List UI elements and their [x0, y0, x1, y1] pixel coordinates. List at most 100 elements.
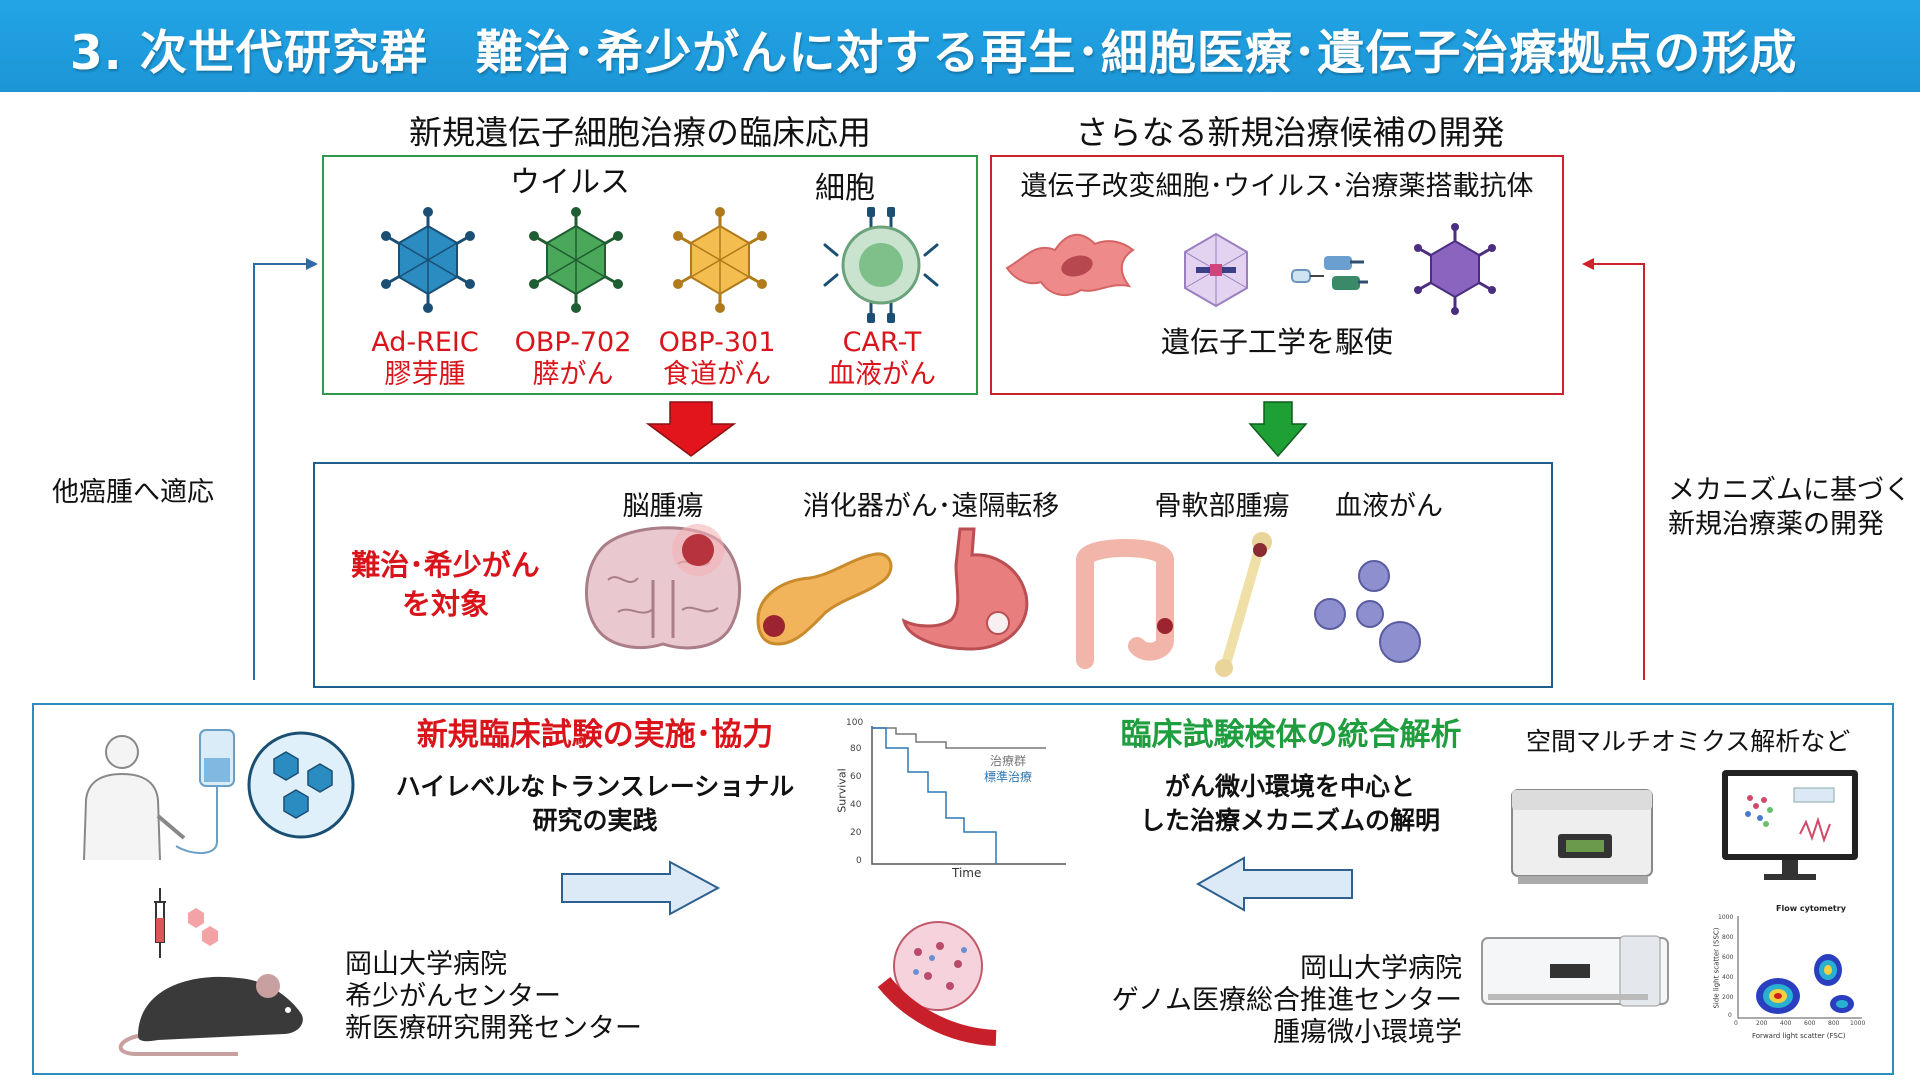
title-bar [0, 0, 1920, 92]
left-sub-line1: ハイレベルなトランスレーショナル [395, 772, 795, 801]
right-sub-line2: した治療メカニズムの解明 [1139, 806, 1440, 835]
right-arrow-icon [561, 860, 721, 916]
km-ylabel: Survival [835, 768, 849, 813]
brain-icon [585, 524, 742, 650]
left-feedback-arrow-icon [253, 258, 318, 680]
km-tick-60: 60 [850, 772, 862, 782]
item-name-obp-702: OBP-702 [514, 327, 632, 358]
modified-cell-icon [1005, 234, 1135, 297]
flow-xtick-800: 800 [1828, 1020, 1840, 1027]
target-cancers-box [313, 462, 1553, 688]
item-target-ad-reic: 膠芽腫 [384, 359, 466, 390]
monitor-icon [1722, 770, 1858, 880]
right-feedback-arrow-icon [1582, 258, 1645, 680]
organ-label-bone: 骨軟部腫瘍 [1154, 491, 1290, 522]
km-tick-0: 0 [856, 856, 862, 866]
right-org-line2: ゲノム医療総合推進センター [1111, 985, 1462, 1016]
virus-green-icon [529, 207, 623, 313]
km-legend-treatment: 治療群 [990, 754, 1027, 768]
genetic-engineering-caption: 遺伝子工学を駆使 [1160, 325, 1393, 359]
patient-icon [83, 735, 186, 861]
item-target-car-t: 血液がん [828, 359, 936, 390]
organ-label-brain: 脳腫瘍 [622, 491, 704, 522]
flow-plot-labels: Flow cytometry Forward light scatter (FS… [1712, 904, 1866, 1040]
left-org-line3: 新医療研究開発センター [345, 1013, 642, 1044]
flow-ytick-600: 600 [1722, 954, 1734, 961]
flow-xtick-1000: 1000 [1850, 1020, 1866, 1027]
clinical-application-box [322, 155, 978, 395]
virus-group-label: ウイルス [510, 165, 630, 200]
right-title: 臨床試験検体の統合解析 [1120, 717, 1462, 753]
flow-title: Flow cytometry [1776, 904, 1846, 913]
pancreas-icon [756, 552, 893, 646]
flow-ytick-1000: 1000 [1718, 914, 1734, 921]
item-name-obp-301: OBP-301 [658, 327, 776, 358]
item-target-obp-301: 食道がん [663, 359, 771, 390]
left-arrow-icon [1195, 856, 1353, 912]
blood-cells-icon [1314, 560, 1421, 663]
flow-cytometer-icon [1481, 935, 1669, 1007]
green-down-arrow-icon [1248, 401, 1308, 458]
mouse-icon [118, 974, 303, 1056]
virus-blue-icon [381, 207, 475, 313]
right-org-line3: 腫瘍微小環境学 [1273, 1017, 1462, 1048]
virus-orange-icon [673, 207, 767, 313]
left-org-line1: 岡山大学病院 [345, 949, 507, 980]
sequencer-icon [1511, 789, 1653, 884]
right-org-line1: 岡山大学病院 [1300, 953, 1462, 984]
survival-chart-labels: 100 80 60 40 20 0 Survival Time 治療群 標準治療 [836, 718, 1076, 880]
bone-icon [1215, 532, 1272, 677]
target-label-line1: 難治･希少がん [351, 548, 540, 582]
target-label-line2: を対象 [401, 587, 489, 621]
side-label-right-line1: メカニズムに基づく [1668, 475, 1911, 506]
item-target-obp-702: 膵がん [532, 359, 614, 390]
left-title: 新規臨床試験の実施･協力 [416, 717, 774, 753]
organ-label-gi: 消化器がん･遠隔転移 [802, 491, 1060, 522]
flow-ytick-800: 800 [1722, 934, 1734, 941]
engineered-virus-icon [1184, 232, 1248, 308]
flow-xlabel: Forward light scatter (FSC) [1752, 1032, 1846, 1040]
drug-antibody-icon [1291, 256, 1368, 290]
organ-label-blood: 血液がん [1335, 491, 1443, 522]
cell-group-label: 細胞 [815, 171, 875, 206]
km-tick-20: 20 [850, 828, 862, 838]
top-right-subheading: 遺伝子改変細胞･ウイルス･治療薬搭載抗体 [1020, 171, 1534, 202]
left-sub-line2: 研究の実践 [532, 806, 658, 835]
km-xlabel: Time [952, 866, 982, 880]
flow-ylabel: Side light scatter (SSC) [1712, 927, 1721, 1009]
flow-xtick-400: 400 [1780, 1020, 1792, 1027]
flow-xtick-0: 0 [1734, 1020, 1738, 1027]
tumor-vessel-icon [877, 921, 997, 1046]
purple-virus-icon [1414, 223, 1496, 315]
new-candidates-box [990, 155, 1564, 395]
iv-drip-icon [175, 729, 235, 854]
km-tick-100: 100 [846, 718, 864, 728]
top-left-heading: 新規遺伝子細胞治療の臨床応用 [409, 113, 871, 152]
item-name-car-t: CAR-T [842, 327, 922, 358]
flow-ytick-0: 0 [1728, 1012, 1732, 1019]
bottom-box [32, 703, 1894, 1075]
left-org-line2: 希少がんセンター [345, 981, 561, 1012]
right-sub-line1: がん微小環境を中心と [1164, 772, 1415, 801]
colon-icon [1076, 539, 1174, 669]
stomach-icon [901, 527, 1029, 651]
flow-ytick-200: 200 [1722, 994, 1734, 1001]
km-tick-40: 40 [850, 800, 862, 810]
syringe-icon [154, 888, 218, 958]
virus-particles-icon [247, 731, 355, 839]
km-tick-80: 80 [850, 744, 862, 754]
survival-curve-chart [871, 726, 1066, 865]
spatial-omics-label: 空間マルチオミクス解析など [1526, 727, 1851, 756]
side-label-left: 他癌腫へ適応 [52, 477, 214, 508]
page-title: 3. 次世代研究群 難治･希少がんに対する再生･細胞医療･遺伝子治療拠点の形成 [70, 26, 1798, 81]
flow-scatter-plot [1737, 916, 1862, 1019]
red-down-arrow-icon [645, 401, 737, 457]
flow-ytick-400: 400 [1722, 974, 1734, 981]
item-name-ad-reic: Ad-REIC [371, 327, 479, 358]
flow-xtick-600: 600 [1804, 1020, 1816, 1027]
side-label-right-line2: 新規治療薬の開発 [1668, 509, 1884, 540]
km-legend-standard: 標準治療 [984, 770, 1033, 784]
top-right-heading: さらなる新規治療候補の開発 [1075, 113, 1505, 152]
flow-xtick-200: 200 [1756, 1020, 1768, 1027]
car-t-cell-icon [823, 207, 939, 323]
